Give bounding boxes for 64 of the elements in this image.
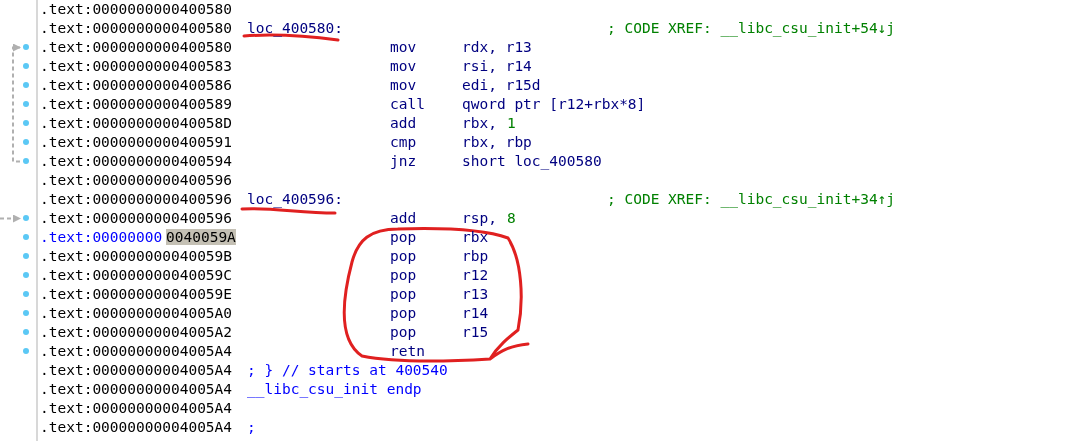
operand: r12 <box>462 266 489 283</box>
operand: r13 <box>462 285 489 302</box>
mnemonic: add <box>390 209 417 226</box>
operand: r14 <box>462 304 489 321</box>
address-text: .text:00000000004005A4 <box>40 399 233 416</box>
operand: short loc_400580 <box>462 152 602 169</box>
address-text: .text:00000000004005A4 <box>40 361 233 378</box>
address-text: .text:0000000000400580 <box>40 19 233 36</box>
code-label: loc_400580: <box>247 19 344 36</box>
xref-comment: ; CODE XREF: __libc_csu_init+54↓j <box>607 19 896 36</box>
address-text: .text:000000000040058D <box>40 114 233 131</box>
address-text: .text:00000000004005A0 <box>40 304 233 321</box>
mnemonic: pop <box>390 285 417 302</box>
address-text: .text:00000000 <box>40 228 163 245</box>
address-text: .text:00000000004005A4 <box>40 342 233 359</box>
jump-arrow <box>12 43 21 163</box>
xref-comment: ; CODE XREF: __libc_csu_init+34↑j <box>607 190 896 207</box>
address-text: .text:0000000000400591 <box>40 133 233 150</box>
operand: rbp <box>462 247 489 264</box>
operand: rsp, <box>462 209 497 226</box>
immediate-value: 1 <box>507 114 516 131</box>
mnemonic: pop <box>390 228 417 245</box>
address-text: .text:0000000000400586 <box>40 76 233 93</box>
mnemonic: mov <box>390 76 417 93</box>
mnemonic: pop <box>390 304 417 321</box>
mnemonic: call <box>390 95 425 112</box>
address-text: .text:0000000000400583 <box>40 57 233 74</box>
mnemonic: pop <box>390 247 417 264</box>
address-text: .text:000000000040059B <box>40 247 233 264</box>
address-text: .text:000000000040059E <box>40 285 233 302</box>
operand: rdx, r13 <box>462 38 532 55</box>
mnemonic: mov <box>390 38 417 55</box>
code-label: loc_400596: <box>247 190 344 207</box>
address-text: .text:00000000004005A2 <box>40 323 233 340</box>
mnemonic: jnz <box>390 152 417 169</box>
operand: r15 <box>462 323 489 340</box>
address-text: .text:0000000000400580 <box>40 0 233 17</box>
address-text: .text:00000000004005A4 <box>40 418 233 435</box>
address-text: .text:0000000000400596 <box>40 190 233 207</box>
code-comment: ; <box>247 418 256 435</box>
address-text: .text:0000000000400596 <box>40 171 233 188</box>
code-line-address: .text:0000000000400596 <box>20 209 240 228</box>
operand: rbx, rbp <box>462 133 532 150</box>
mnemonic: add <box>390 114 417 131</box>
immediate-value: 8 <box>507 209 516 226</box>
mnemonic: cmp <box>390 133 417 150</box>
code-line-address: .text:0000000000400594 <box>20 152 240 171</box>
operand: rsi, r14 <box>462 57 532 74</box>
mnemonic: pop <box>390 266 417 283</box>
address-text-selected: 0040059A <box>166 228 236 245</box>
operand: edi, r15d <box>462 76 541 93</box>
operand: rbx <box>462 228 489 245</box>
code-comment: ; } // starts at 400540 <box>247 361 448 378</box>
mnemonic: mov <box>390 57 417 74</box>
address-text: .text:000000000040059C <box>40 266 233 283</box>
operand: qword ptr [r12+rbx*8] <box>462 95 646 112</box>
mnemonic: pop <box>390 323 417 340</box>
code-comment: __libc_csu_init endp <box>247 380 422 397</box>
address-text: .text:00000000004005A4 <box>40 380 233 397</box>
code-line-address: .text:0000000000400580 <box>20 38 240 57</box>
jump-arrow <box>0 214 21 223</box>
address-text: .text:0000000000400589 <box>40 95 233 112</box>
operand: rbx, <box>462 114 497 131</box>
mnemonic: retn <box>390 342 425 359</box>
